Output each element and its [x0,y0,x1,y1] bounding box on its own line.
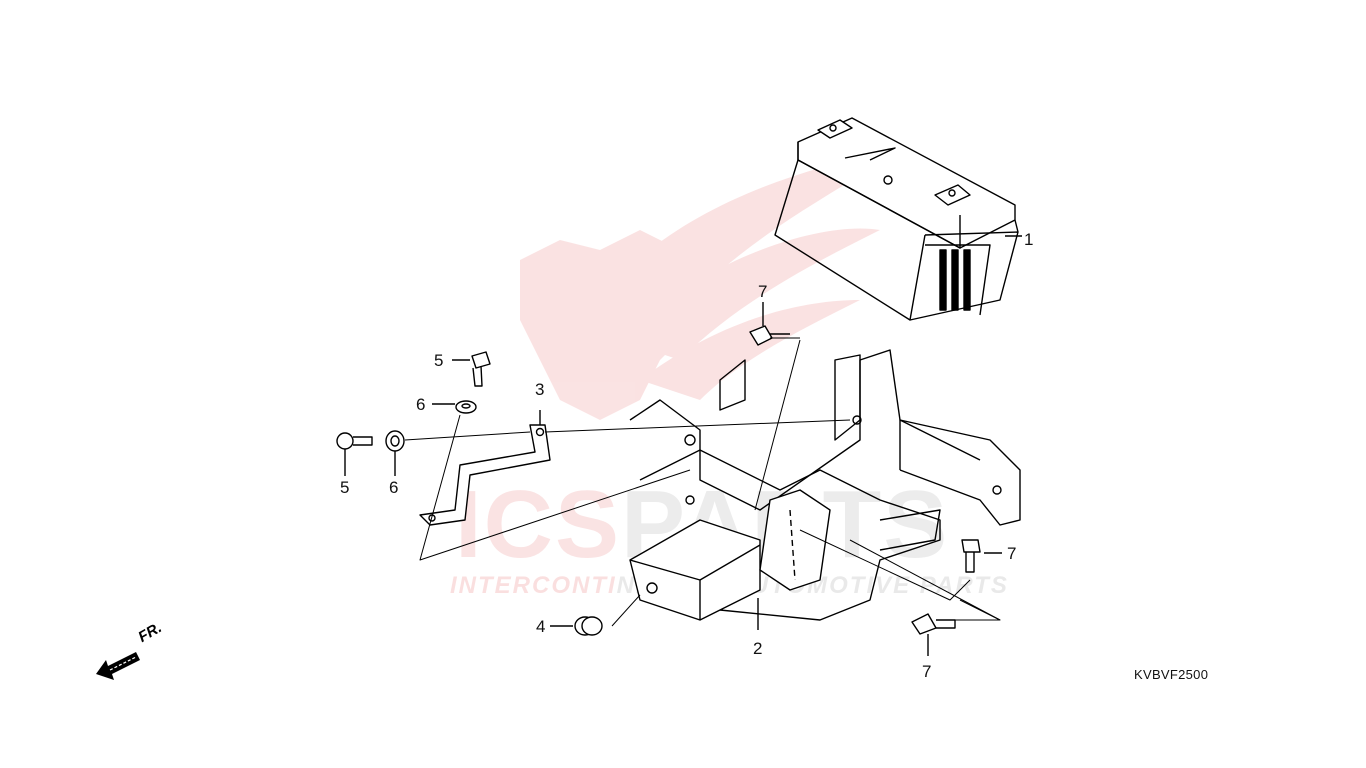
washer-6-upper [432,400,477,414]
callout-stay: 3 [535,380,545,399]
stay-bracket [419,410,551,526]
callout-bolt-7-right: 7 [1007,544,1017,563]
bolt-7-top [749,302,790,346]
grommet [550,616,603,636]
front-arrow-icon [96,652,140,680]
callout-battery-box: 2 [753,639,763,658]
bolt-7-right [961,539,1002,573]
bolt-7-bottom [911,613,956,656]
callout-battery: 1 [1024,230,1034,249]
washer-6-lower [385,430,405,476]
callout-bolt-7-top: 7 [758,282,768,301]
callout-bolt-7-bottom: 7 [922,662,932,681]
battery [774,117,1022,321]
assembly-lines [404,337,1001,627]
callout-washer-6-upper: 6 [416,395,426,414]
bolt-5-lower [336,432,373,476]
diagram-code: KVBVF2500 [1134,667,1209,682]
callout-washer-6-lower: 6 [389,478,399,497]
callout-bolt-5-upper: 5 [434,351,444,370]
callout-bolt-5-lower: 5 [340,478,350,497]
bolt-5-upper [452,351,491,387]
battery-box [629,349,1021,630]
callout-grommet: 4 [536,617,546,636]
